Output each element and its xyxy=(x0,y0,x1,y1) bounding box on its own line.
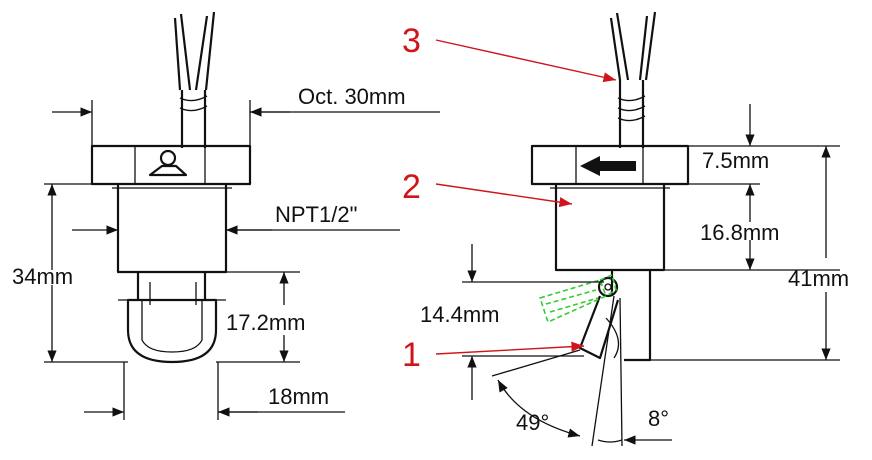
dim-angle-down: 49° xyxy=(516,410,549,435)
dim-oct: Oct. 30mm xyxy=(298,84,406,109)
callout-3: 3 xyxy=(402,22,421,60)
flow-arrow-icon xyxy=(580,156,636,176)
right-view: 3 2 1 7.5mm 16.8mm 41mm 14.4mm 49° 8° xyxy=(402,11,849,447)
dim-float-width: 18mm xyxy=(268,384,329,409)
right-thread xyxy=(554,184,666,272)
dim-float-height: 17.2mm xyxy=(226,310,305,335)
right-wires xyxy=(609,11,657,81)
dim-total-right: 41mm xyxy=(788,266,849,291)
left-view: Oct. 30mm NPT1/2" 34mm 17.2mm 18mm xyxy=(12,11,440,420)
callout-2: 2 xyxy=(402,168,421,206)
left-float xyxy=(126,298,218,364)
dim-npt: NPT1/2" xyxy=(275,202,357,227)
lift-symbol-icon xyxy=(148,149,188,177)
raised-float-ghost xyxy=(538,273,617,324)
right-flange xyxy=(530,144,690,186)
pivot xyxy=(597,276,619,298)
dim-total-left: 34mm xyxy=(12,264,73,289)
left-cable xyxy=(180,90,207,148)
dim-thread-length: 16.8mm xyxy=(700,220,779,245)
left-wires xyxy=(173,11,216,91)
left-flange xyxy=(90,144,252,186)
left-thread xyxy=(116,184,228,274)
dim-flange-thickness: 7.5mm xyxy=(702,148,769,173)
right-cable xyxy=(618,80,645,148)
dim-angle-up: 8° xyxy=(648,406,669,431)
dim-swing-height: 14.4mm xyxy=(420,302,499,327)
callout-1: 1 xyxy=(402,336,421,374)
